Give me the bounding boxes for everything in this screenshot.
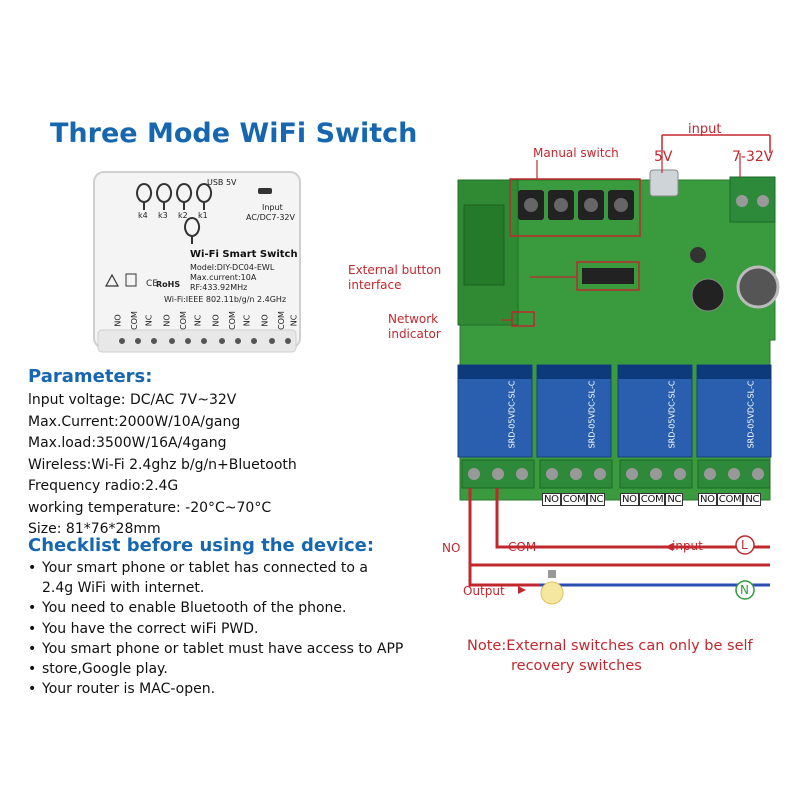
board-drawing <box>457 134 780 605</box>
term-label: NO <box>260 314 270 327</box>
wiring-com-label: COM <box>508 540 537 554</box>
term-com: COM <box>560 493 588 506</box>
term-label: NO <box>162 314 172 327</box>
term-label: NO <box>211 314 221 327</box>
list-item: 2.4g WiFi with internet. <box>42 580 205 597</box>
list-item: Your smart phone or tablet has connected… <box>28 558 403 578</box>
checklist-heading: Checklist before using the device: <box>28 535 375 556</box>
list-item: Your router is MAC-open. <box>28 679 403 699</box>
input-label: Input <box>262 203 283 212</box>
relay-label: SRD-05VDC-SL-C <box>667 380 677 449</box>
parameters-list: lnput voltage: DC/AC 7V~32V Max.Current:… <box>28 390 297 541</box>
term-nc: NC <box>665 493 684 506</box>
wiring-no-label: NO <box>442 541 461 555</box>
term-label: COM <box>129 311 139 330</box>
input-range-label: AC/DC7-32V <box>246 213 295 222</box>
board-7-32v-label: 7-32V <box>732 149 774 165</box>
device-name: Wi-Fi Smart Switch <box>190 249 298 260</box>
rohs-label: RoHS <box>156 280 181 289</box>
terminal-group-1: NO COM NC <box>542 493 606 506</box>
device-image: CE USB 5V Input AC/DC7-32V k4 k3 k2 k1 W… <box>92 170 304 358</box>
network-indicator-label-2: indicator <box>388 327 441 341</box>
board-5v-label: 5V <box>654 149 673 165</box>
term-no: NO <box>620 493 639 506</box>
page-title: Three Mode WiFi Switch <box>50 118 418 149</box>
device-terminal-labels: NO COM NC NO COM NC NO COM NC NO COM NC <box>110 310 299 332</box>
param-line: lnput voltage: DC/AC 7V~32V <box>28 392 237 408</box>
device-max-current: Max.current:10A <box>190 273 257 282</box>
external-button-label-2: interface <box>348 278 402 292</box>
term-label: NC <box>193 314 203 327</box>
note-line-1: Note:External switches can only be self <box>467 638 753 654</box>
term-com: COM <box>716 493 744 506</box>
term-label: COM <box>227 311 237 330</box>
relay-label: SRD-05VDC-SL-C <box>587 380 597 449</box>
device-wifi: Wi-Fi:IEEE 802.11b/g/n 2.4GHz <box>164 295 287 304</box>
term-label: NC <box>144 314 154 327</box>
svg-text:CE: CE <box>146 279 158 289</box>
list-item: store,Google play. <box>28 659 403 679</box>
n-terminal-label: N <box>740 583 749 597</box>
term-label: NC <box>289 314 299 327</box>
board-input-label: input <box>688 122 722 137</box>
device-rf: RF:433.92MHz <box>190 283 248 292</box>
usb-label: USB 5V <box>207 178 237 187</box>
list-item: You need to enable Bluetooth of the phon… <box>28 598 403 618</box>
l-terminal-label: L <box>741 538 748 552</box>
param-line: Size: 81*76*28mm <box>28 521 161 537</box>
key-label-k3: k3 <box>158 211 168 220</box>
terminal-group-2: NO COM NC <box>620 493 684 506</box>
list-item: You smart phone or tablet must have acce… <box>28 639 403 659</box>
terminal-group-3: NO COM NC <box>698 493 762 506</box>
device-drawing: CE <box>93 171 301 353</box>
list-item: You have the correct wiFi PWD. <box>28 619 403 639</box>
term-com: COM <box>638 493 666 506</box>
wiring-input-label: input <box>672 539 703 553</box>
param-line: Frequency radio:2.4G <box>28 478 179 494</box>
term-label: COM <box>178 311 188 330</box>
term-nc: NC <box>587 493 606 506</box>
param-line: Max.load:3500W/16A/4gang <box>28 435 227 451</box>
param-line: Wireless:Wi-Fi 2.4ghz b/g/n+Bluetooth <box>28 456 297 473</box>
relay-label: SRD-05VDC-SL-C <box>746 380 756 449</box>
param-line: working temperature: -20°C~70°C <box>28 499 272 516</box>
term-label: NC <box>242 314 252 327</box>
term-nc: NC <box>743 493 762 506</box>
term-no: NO <box>698 493 717 506</box>
relay-label: SRD-05VDC-SL-C <box>507 380 517 449</box>
external-button-label: External button <box>348 263 442 277</box>
note-line-2: recovery switches <box>511 658 642 674</box>
term-no: NO <box>542 493 561 506</box>
key-label-k4: k4 <box>138 211 148 220</box>
param-line: Max.Current:2000W/10A/gang <box>28 413 241 430</box>
output-label: Output <box>463 584 505 598</box>
device-model: Model:DIY-DC04-EWL <box>190 263 275 272</box>
term-label: COM <box>276 311 286 330</box>
manual-switch-label: Manual switch <box>533 146 619 160</box>
key-label-k1: k1 <box>198 211 208 220</box>
network-indicator-label: Network <box>388 312 439 326</box>
key-label-k2: k2 <box>178 211 188 220</box>
term-label: NO <box>113 314 123 327</box>
parameters-heading: Parameters: <box>28 366 153 387</box>
checklist-list: Your smart phone or tablet has connected… <box>28 558 403 700</box>
